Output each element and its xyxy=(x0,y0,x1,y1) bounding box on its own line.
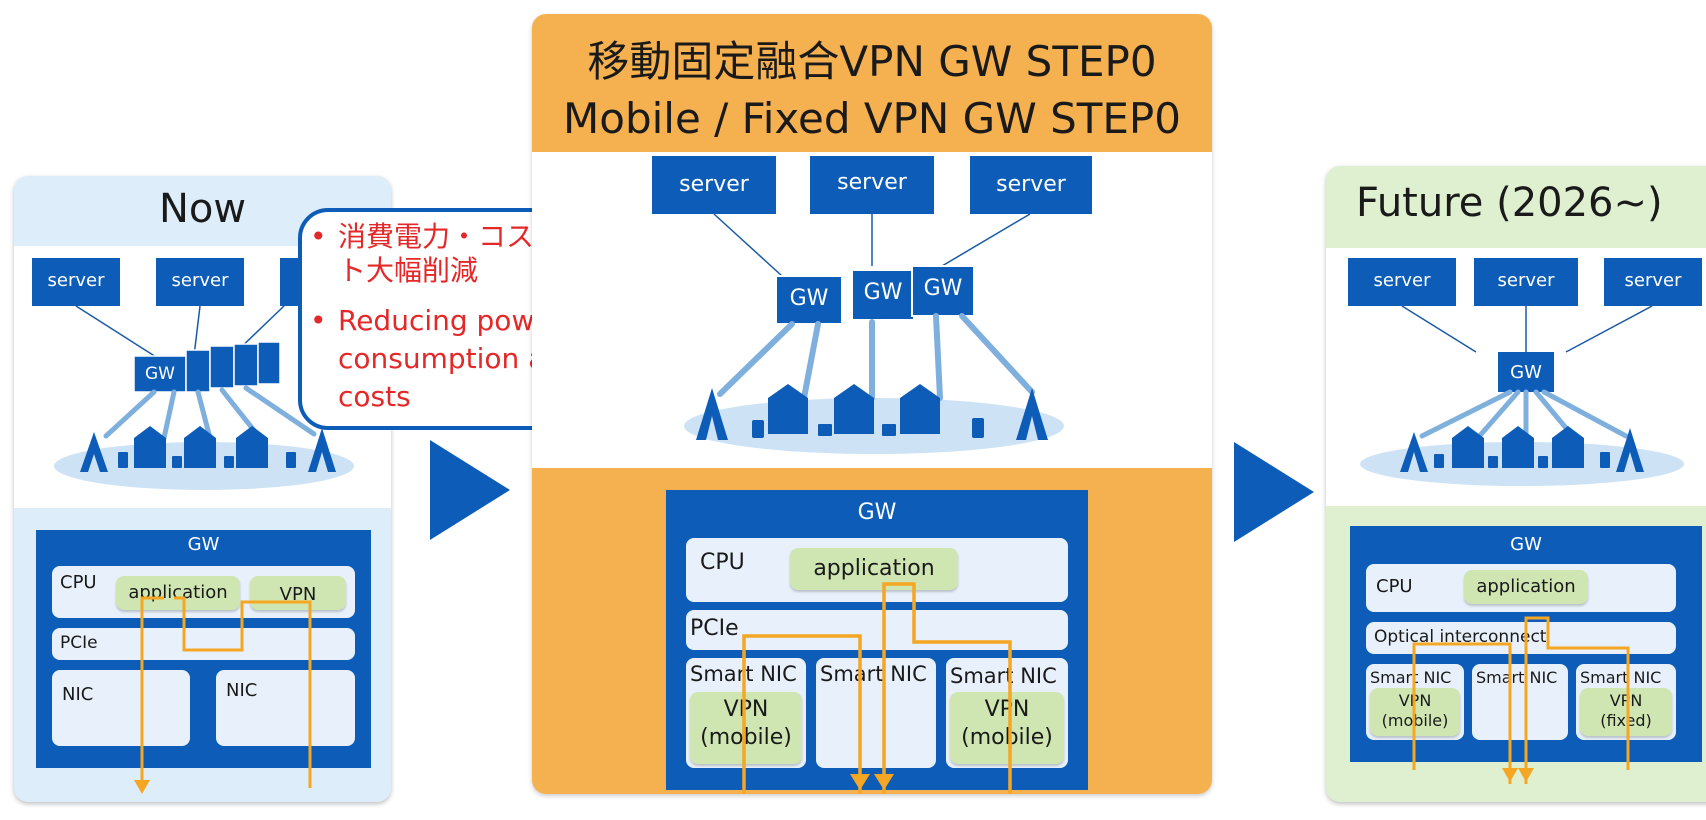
now-pcie-label: PCIe xyxy=(60,633,98,653)
now-application-pill: application xyxy=(116,576,240,610)
future-network-diagram xyxy=(1348,258,1702,486)
future-gw-node-label: GW xyxy=(1510,362,1542,383)
now-nic-1: NIC xyxy=(52,670,190,746)
now-cpu-label: CPU xyxy=(60,572,97,593)
step0-application-pill: application xyxy=(790,548,958,590)
future-application-pill: application xyxy=(1464,570,1588,604)
now-house-icon xyxy=(134,426,268,468)
now-gw-box: GW CPU application VPN PCIe NIC NIC xyxy=(36,530,371,768)
now-gw-box-title: GW xyxy=(187,534,220,555)
future-interconnect-row: Optical interconnect xyxy=(1366,622,1676,654)
step0-gw-node-label: GW xyxy=(923,276,963,301)
step0-gw-box-title: GW xyxy=(857,500,897,525)
step0-network-diagram xyxy=(652,156,1092,454)
future-server-label: server xyxy=(1497,270,1555,291)
step0-title-en: Mobile / Fixed VPN GW STEP0 xyxy=(563,94,1181,143)
now-server-box xyxy=(32,258,120,306)
future-gw-box: GW CPU application Optical interconnect … xyxy=(1350,526,1702,762)
top-cropped-caption xyxy=(0,0,1706,10)
callout-text-ja-2: ト大幅削減 xyxy=(338,254,479,287)
now-vpn-pill: VPN xyxy=(250,576,346,610)
next-step-arrow-1 xyxy=(430,440,510,540)
future-vpn-mobile-pill: VPN (mobile) xyxy=(1370,688,1460,736)
callout-text-en-3: costs xyxy=(338,380,411,413)
now-nic-2: NIC xyxy=(216,670,355,746)
now-server-label: server xyxy=(47,270,105,291)
now-server-box xyxy=(156,258,244,306)
step0-server-label: server xyxy=(837,170,907,195)
callout-text-ja-1: 消費電力・コス xyxy=(338,220,535,253)
step0-title-ja: 移動固定融合VPN GW STEP0 xyxy=(587,37,1157,86)
future-smartnic-2: Smart NIC xyxy=(1472,664,1568,740)
future-server-label: server xyxy=(1373,270,1431,291)
future-server-label: server xyxy=(1624,270,1682,291)
callout-text-en-1: Reducing power xyxy=(338,304,564,337)
step0-server-label: server xyxy=(996,172,1066,197)
step0-pcie-row: PCIe xyxy=(686,610,1068,650)
next-step-arrow-2 xyxy=(1234,442,1314,542)
future-vpn-fixed-pill: VPN (fixed) xyxy=(1580,688,1672,736)
step0-server-label: server xyxy=(679,172,749,197)
step0-vpn-mobile-pill-2: VPN (mobile) xyxy=(950,692,1064,764)
step0-gw-box: GW CPU application PCIe Smart NIC VPN (m… xyxy=(666,490,1088,790)
step0-gw-node-label: GW xyxy=(863,280,903,305)
future-title: Future (2026~) xyxy=(1356,180,1663,226)
now-title: Now xyxy=(158,186,247,232)
now-server-label: server xyxy=(171,270,229,291)
step0-gw-node-label: GW xyxy=(789,286,829,311)
now-network-diagram xyxy=(32,258,354,490)
future-panel: Future (2026~) server server xyxy=(1326,166,1706,802)
now-tower-icon xyxy=(80,428,336,472)
step0-vpn-mobile-pill-1: VPN (mobile) xyxy=(690,692,802,764)
now-gw-node-label: GW xyxy=(145,364,175,384)
step0-smartnic-2: Smart NIC xyxy=(816,658,936,768)
step0-panel: 移動固定融合VPN GW STEP0 Mobile / Fixed VPN GW… xyxy=(532,14,1212,794)
now-pcie-row: PCIe xyxy=(52,628,355,660)
